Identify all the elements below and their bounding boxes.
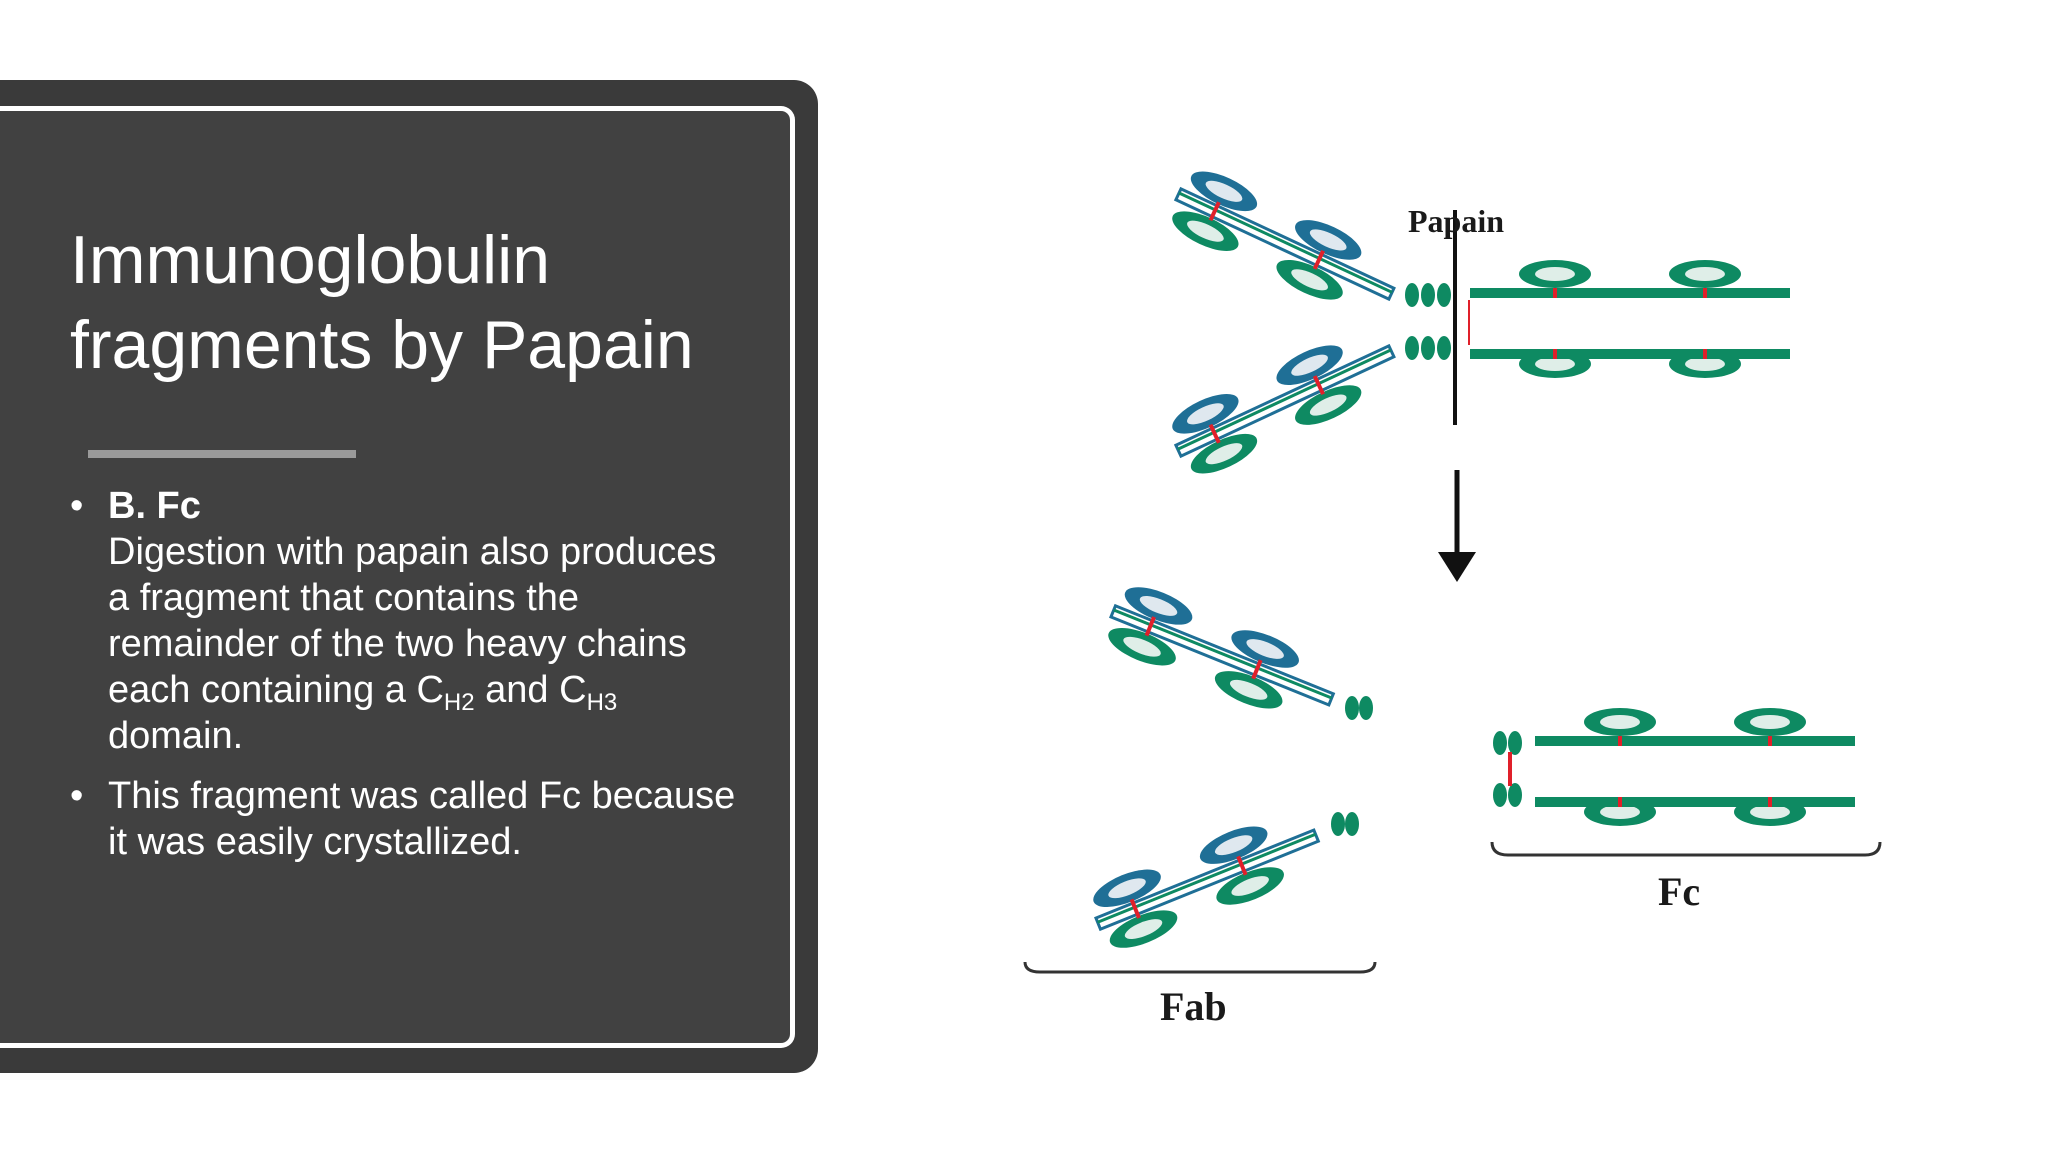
bullet-item-crystallized: • This fragment was called Fc because it… [68, 773, 748, 865]
fab-arm-lower [1163, 319, 1406, 484]
fc-region-intact [1470, 260, 1790, 378]
fab-fragment-lower [1085, 802, 1359, 957]
fab-bracket [1023, 961, 1377, 974]
bullet-text: This fragment was called Fc because it w… [108, 775, 736, 863]
accent-divider [88, 450, 356, 458]
bullet-dot-icon: • [70, 775, 84, 817]
fab-label: Fab [1160, 984, 1227, 1029]
bullet-list: • B. Fc Digestion with papain also produ… [68, 483, 748, 879]
fc-fragment [1493, 708, 1855, 826]
title-line-2: fragments by Papain [70, 307, 694, 383]
subscript-h3: H3 [586, 689, 618, 716]
papain-label: Papain [1408, 203, 1504, 239]
bullet-text: Digestion with papain also produces a fr… [108, 531, 716, 757]
fc-bracket [1490, 841, 1882, 857]
bullet-text-part: Digestion with papain also produces a fr… [108, 531, 717, 711]
bullet-dot-icon: • [70, 485, 84, 527]
fab-arm-upper [1163, 162, 1406, 327]
bullet-item-fc: • B. Fc Digestion with papain also produ… [68, 483, 748, 759]
subscript-h2: H2 [443, 689, 475, 716]
hinge-region [1405, 283, 1472, 360]
papain-digestion-diagram: Papain Fab Fc [1023, 150, 1882, 1029]
fc-label: Fc [1658, 869, 1700, 914]
bullet-text-part: and C [474, 669, 587, 711]
slide-title: Immunoglobulin fragments by Papain [70, 218, 770, 388]
content-panel-border [0, 106, 795, 1048]
fab-fragment-upper [1100, 578, 1373, 733]
intact-antibody: Papain [1163, 162, 1790, 484]
bullet-text-part: domain. [108, 715, 244, 757]
down-arrow-icon [1438, 470, 1476, 582]
bullet-heading: B. Fc [108, 485, 201, 527]
title-line-1: Immunoglobulin [70, 222, 551, 298]
